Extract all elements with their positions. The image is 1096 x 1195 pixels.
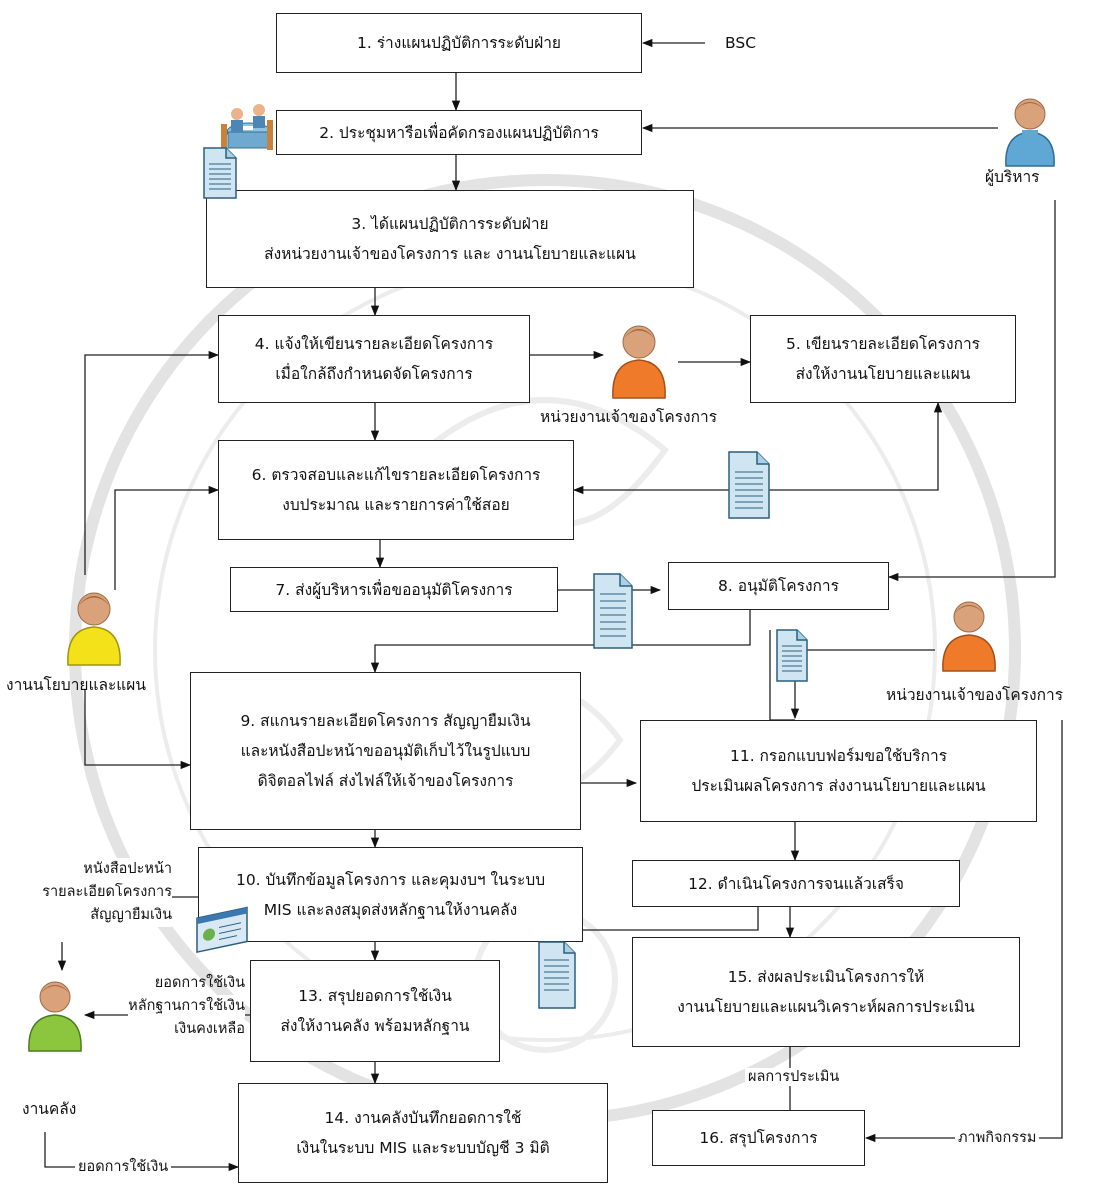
arrow-finance-to-14 [44, 1132, 240, 1172]
document-icon [593, 573, 633, 649]
meeting-icon [221, 104, 273, 152]
step-4-line-2: เมื่อใกล้ถึงกำหนดจัดโครงการ [275, 365, 473, 383]
activity-photos-label: ภาพกิจกรรม [955, 1129, 1040, 1147]
step-11-box: 11. กรอกแบบฟอร์มขอใช้บริการ ประเมินผลโคร… [640, 720, 1037, 822]
step-10-box: 10. บันทึกข้อมูลโครงการ และคุมงบฯ ในระบบ… [198, 847, 583, 942]
step-9-line-2: และหนังสือปะหน้าขออนุมัติเก็บไว้ในรูปแบบ [240, 742, 531, 760]
person-orange-icon [612, 325, 666, 399]
person-yellow-icon [67, 592, 121, 666]
arrow-5-to-6 [572, 401, 943, 495]
owner-unit-label-2: หน่วยงานเจ้าของโครงการ [886, 686, 1064, 704]
step-2-text: 2. ประชุมหารือเพื่อคัดกรองแผนปฏิบัติการ [319, 123, 599, 142]
arrow-policy-to-9 [84, 690, 192, 770]
step-16-box: 16. สรุปโครงการ [652, 1110, 865, 1166]
step-6-line-2: งบประมาณ และรายการค่าใช้สอย [282, 496, 510, 514]
owner-unit-label-1: หน่วยงานเจ้าของโครงการ [540, 408, 718, 426]
arrow-owner-to-16 [864, 720, 1063, 1143]
spend-list-item-1: ยอดการใช้เงิน [154, 975, 245, 991]
executive-label: ผู้บริหาร [985, 168, 1040, 186]
docs-list-item-3: สัญญายืมเงิน [90, 907, 172, 923]
spend-list-item-3: เงินคงเหลือ [174, 1021, 245, 1037]
step-7-box: 7. ส่งผู้บริหารเพื่อขออนุมัติโครงการ [230, 567, 558, 612]
step-10-line-2: MIS และลงสมุดส่งหลักฐานให้งานคลัง [263, 900, 518, 919]
step-13-line-2: ส่งให้งานคลัง พร้อมหลักฐาน [280, 1017, 470, 1035]
step-5-box: 5. เขียนรายละเอียดโครงการ ส่งให้งานนโยบา… [750, 315, 1016, 403]
docs-list-item-2: รายละเอียดโครงการ [42, 884, 172, 900]
policy-unit-label: งานนโยบายและแผน [6, 676, 146, 694]
step-3-box: 3. ได้แผนปฏิบัติการระดับฝ่าย ส่งหน่วยงาน… [206, 190, 694, 288]
step-3-line-1: 3. ได้แผนปฏิบัติการระดับฝ่าย [351, 215, 549, 233]
person-blue-icon [1005, 98, 1055, 167]
eval-result-label: ผลการประเมิน [745, 1068, 843, 1086]
docs-list-item-1: หนังสือปะหน้า [83, 861, 172, 877]
spend-list-item-2: หลักฐานการใช้เงิน [128, 995, 245, 1018]
step-16-text: 16. สรุปโครงการ [699, 1129, 818, 1147]
step-11-line-2: ประเมินผลโครงการ ส่งงานนโยบายและแผน [691, 777, 986, 795]
document-icon [203, 147, 237, 199]
person-green-icon [28, 981, 82, 1052]
finance-unit-label: งานคลัง [22, 1100, 77, 1118]
step-15-line-1: 15. ส่งผลประเมินโครงการให้ [727, 968, 925, 986]
document-icon [728, 451, 770, 519]
step-13-box: 13. สรุปยอดการใช้เงิน ส่งให้งานคลัง พร้อ… [250, 960, 500, 1062]
arrow-policy-to-6 [114, 485, 220, 590]
step-6-line-1: 6. ตรวจสอบและแก้ไขรายละเอียดโครงการ [251, 466, 541, 484]
step-1-box: 1. ร่างแผนปฏิบัติการระดับฝ่าย [276, 13, 642, 73]
step-12-text: 12. ดำเนินโครงการจนแล้วเสร็จ [688, 874, 904, 893]
step-15-line-2: งานนโยบายและแผนวิเคราะห์ผลการประเมิน [677, 998, 975, 1016]
step-4-box: 4. แจ้งให้เขียนรายละเอียดโครงการ เมื่อใก… [218, 315, 530, 403]
docs-list: หนังสือปะหน้า รายละเอียดโครงการ สัญญายืม… [22, 858, 172, 927]
step-8-box: 8. อนุมัติโครงการ [668, 562, 889, 610]
spend-bottom-label: ยอดการใช้เงิน [75, 1158, 172, 1176]
step-11-line-1: 11. กรอกแบบฟอร์มขอใช้บริการ [729, 747, 948, 765]
step-2-box: 2. ประชุมหารือเพื่อคัดกรองแผนปฏิบัติการ [276, 110, 642, 155]
step-9-line-1: 9. สแกนรายละเอียดโครงการ สัญญายืมเงิน [240, 712, 531, 730]
step-9-line-3: ดิจิตอลไฟล์ ส่งไฟล์ให้เจ้าของโครงการ [257, 772, 514, 790]
step-4-line-1: 4. แจ้งให้เขียนรายละเอียดโครงการ [254, 335, 494, 353]
step-10-line-1: 10. บันทึกข้อมูลโครงการ และคุมงบฯ ในระบบ [235, 870, 546, 889]
document-icon [538, 941, 576, 1009]
arrow-exec-to-8 [887, 200, 1056, 582]
arrow-policy-to-4 [84, 350, 220, 575]
document-icon [776, 629, 808, 682]
step-9-box: 9. สแกนรายละเอียดโครงการ สัญญายืมเงิน แล… [190, 672, 581, 830]
step-1-text: 1. ร่างแผนปฏิบัติการระดับฝ่าย [357, 34, 561, 52]
step-6-box: 6. ตรวจสอบและแก้ไขรายละเอียดโครงการ งบปร… [218, 440, 574, 540]
step-12-box: 12. ดำเนินโครงการจนแล้วเสร็จ [632, 860, 960, 907]
step-14-box: 14. งานคลังบันทึกยอดการใช้ เงินในระบบ MI… [238, 1083, 608, 1183]
step-3-line-2: ส่งหน่วยงานเจ้าของโครงการ และ งานนโยบายแ… [264, 245, 636, 263]
step-7-text: 7. ส่งผู้บริหารเพื่อขออนุมัติโครงการ [275, 580, 513, 599]
step-13-line-1: 13. สรุปยอดการใช้เงิน [298, 987, 452, 1005]
step-15-box: 15. ส่งผลประเมินโครงการให้ งานนโยบายและแ… [632, 937, 1020, 1047]
step-5-line-2: ส่งให้งานนโยบายและแผน [795, 365, 971, 383]
person-orange-icon [942, 601, 996, 672]
spend-list: ยอดการใช้เงิน หลักฐานการใช้เงิน เงินคงเห… [95, 972, 245, 1041]
computer-screen-icon [196, 906, 248, 954]
arrow-8-to-9 [370, 610, 751, 674]
step-5-line-1: 5. เขียนรายละเอียดโครงการ [786, 335, 980, 353]
step-14-line-2: เงินในระบบ MIS และระบบบัญชี 3 มิติ [296, 1139, 550, 1157]
step-14-line-1: 14. งานคลังบันทึกยอดการใช้ [324, 1109, 522, 1127]
step-8-text: 8. อนุมัติโครงการ [718, 577, 839, 595]
bsc-label: BSC [725, 34, 757, 52]
